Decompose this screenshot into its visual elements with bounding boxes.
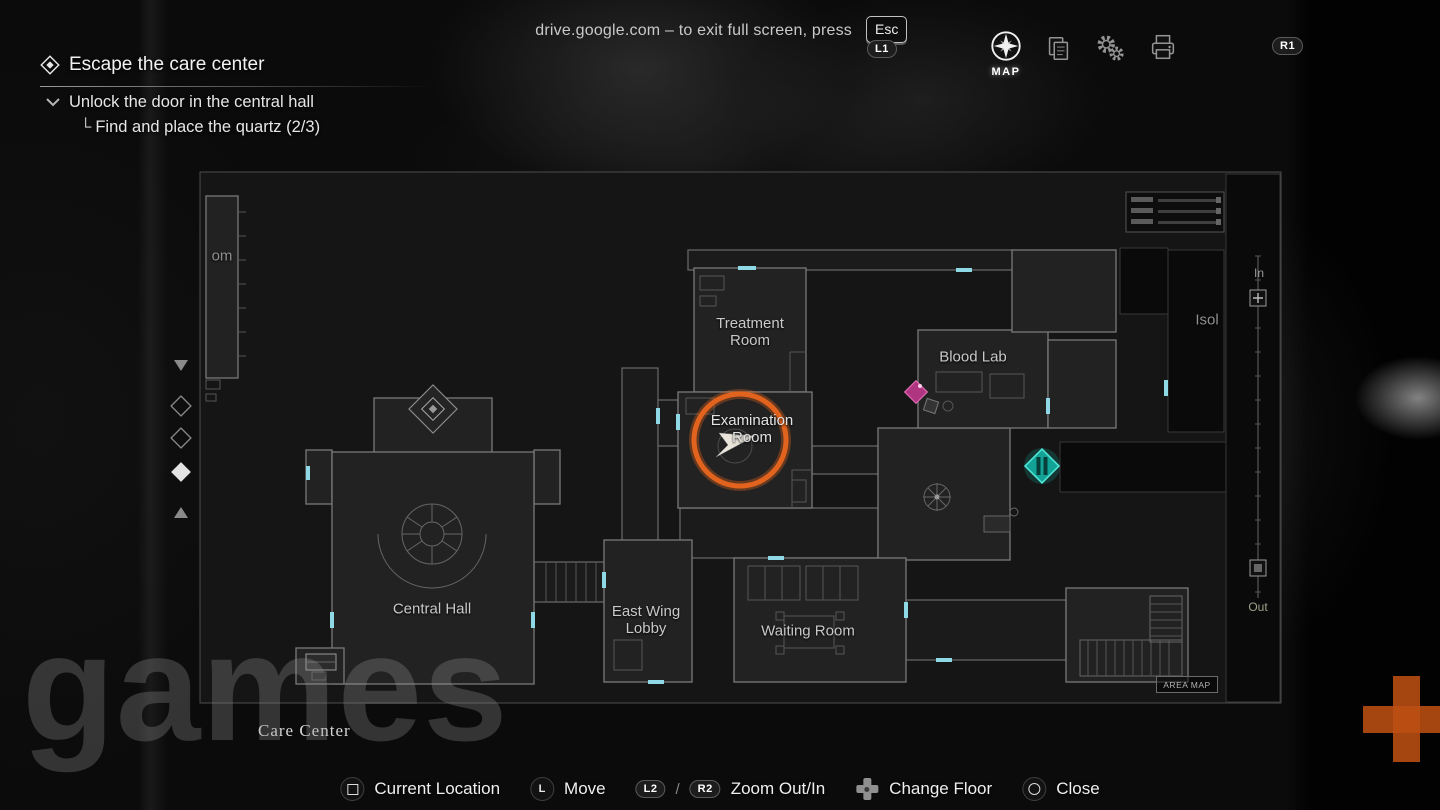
zoom-separator: / [675,780,680,798]
room-central-hall [331,451,535,685]
floor-up-icon[interactable] [174,360,188,371]
prompt-zoom: L2 / R2 Zoom Out/In [635,779,826,799]
floor-3-diamond[interactable] [170,395,192,417]
objective-highlight-circle [691,391,789,489]
unexplored-right-zone [1225,173,1281,703]
player-radius-ring [717,428,753,464]
floor-1-diamond-selected[interactable] [171,462,191,482]
gears-icon [1097,35,1124,61]
r2-badge: R2 [689,780,721,798]
prompt-move: L Move [530,777,606,801]
tab-files[interactable] [1040,30,1076,66]
item-marker-magenta [903,379,929,405]
circle-button-icon [1022,777,1047,801]
label-partial-left: om [211,247,233,265]
tree-branch-glyph: └ [80,119,92,136]
map-furniture [205,211,1183,681]
controller-prompts-bar: Current Location L Move L2 / R2 Zoom Out… [340,777,1100,801]
l1-badge: L1 [867,40,897,58]
watermark-text: games [22,603,509,773]
area-name: Care Center [258,721,351,740]
label-examination-room: Examination Room [710,411,794,446]
item-marker-teal [1023,447,1061,485]
area-map-badge: AREA MAP [1156,676,1218,693]
elevator-scale-bar [1249,255,1267,598]
dpad-icon [855,777,879,801]
objective-divider [40,86,432,87]
room-treatment [693,267,807,393]
files-icon [1048,36,1069,60]
tab-records[interactable] [1145,29,1181,65]
prompt-change-floor-label: Change Floor [889,779,993,798]
floor-selector[interactable] [170,360,192,518]
label-partial-isolation: Isol [1195,311,1219,329]
map-legend [1125,191,1225,233]
printer-icon [1151,34,1175,60]
tab-map-label: MAP [991,66,1021,78]
tab-crafting[interactable] [1092,30,1128,66]
prompt-close-label: Close [1056,779,1100,798]
door-markers [306,266,1168,684]
compass-map-icon [991,31,1021,61]
player-location-marker [715,432,756,458]
left-stick-icon: L [530,777,555,801]
prompt-zoom-label: Zoom Out/In [730,779,826,798]
objective-subtask: Unlock the door in the central hall [69,93,314,111]
l2-badge: L2 [635,780,666,798]
tab-map[interactable]: MAP [986,28,1026,78]
room-stairs [1065,587,1189,683]
label-treatment-room: Treatment Room [716,314,784,349]
label-waiting-room: Waiting Room [761,622,855,640]
label-elevator-in: In [1253,266,1265,280]
square-button-icon [340,777,365,801]
label-east-wing-lobby: East Wing Lobby [611,602,681,637]
esc-key: Esc [866,16,908,43]
compass-rose-icon [923,483,951,511]
room-compass-hall [877,427,1011,561]
label-central-hall: Central Hall [392,600,472,618]
room-examination [677,391,813,509]
prompt-current-location-label: Current Location [374,779,501,798]
room-partial-left [205,195,239,379]
prompt-move-label: Move [564,779,606,798]
prompt-change-floor: Change Floor [855,777,992,801]
prompt-close: Close [1022,777,1100,801]
room-east-wing-lobby [603,539,693,683]
objective-diamond-icon [40,55,60,75]
r1-badge: R1 [1272,37,1304,55]
objective-subsubtask: Find and place the quartz (2/3) [95,118,321,136]
fullscreen-notification: drive.google.com – to exit full screen, … [535,22,852,39]
floor-down-icon[interactable] [174,507,188,518]
prompt-current-location: Current Location [340,777,500,801]
label-elevator-out: Out [1248,600,1268,614]
room-waiting [733,557,907,683]
floor-2-diamond[interactable] [170,427,192,449]
label-blood-lab: Blood Lab [939,348,1007,366]
room-blood-lab [917,329,1049,429]
objective-title: Escape the care center [69,54,265,75]
chevron-down-icon[interactable] [46,98,60,107]
